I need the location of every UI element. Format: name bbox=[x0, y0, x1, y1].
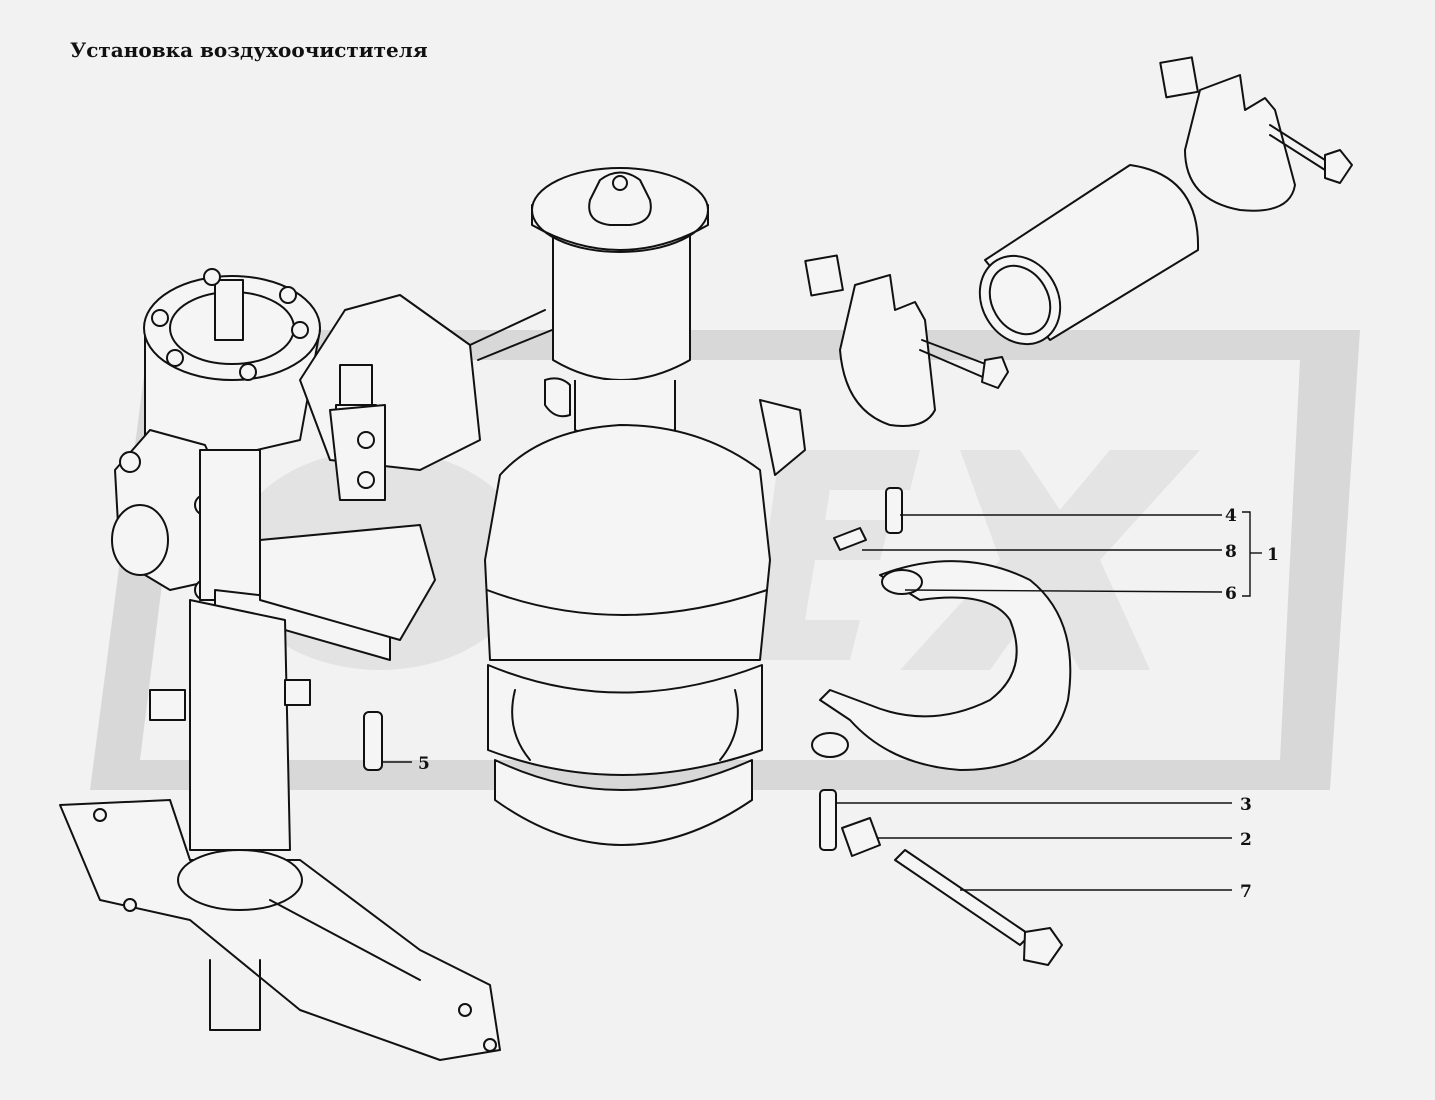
page-title: Установка воздухоочистителя bbox=[70, 38, 428, 62]
callout-7: 7 bbox=[1240, 882, 1252, 902]
band-strap bbox=[811, 560, 1072, 771]
callout-2: 2 bbox=[1240, 830, 1252, 850]
bolt-7 bbox=[894, 849, 1031, 946]
callout-3: 3 bbox=[1240, 795, 1252, 815]
pin-4 bbox=[885, 487, 903, 534]
callout-8: 8 bbox=[1225, 542, 1237, 562]
air-cleaner-housing bbox=[484, 167, 806, 846]
callout-labels: 4 8 6 1 5 3 2 7 bbox=[418, 506, 1279, 902]
intake-pipe bbox=[978, 164, 1200, 346]
callout-1: 1 bbox=[1267, 545, 1279, 565]
pin-3 bbox=[819, 789, 837, 851]
pin-5 bbox=[363, 711, 383, 771]
bushing-2 bbox=[841, 817, 881, 857]
small-parts bbox=[363, 487, 1262, 966]
middle-clamp-assembly bbox=[804, 254, 1009, 427]
callout-5: 5 bbox=[418, 754, 430, 774]
callout-6: 6 bbox=[1225, 584, 1237, 604]
callout-4: 4 bbox=[1225, 506, 1237, 526]
upper-clamp-assembly bbox=[1159, 56, 1353, 212]
steering-gear-assembly bbox=[59, 268, 553, 1061]
screw-8 bbox=[833, 527, 867, 551]
